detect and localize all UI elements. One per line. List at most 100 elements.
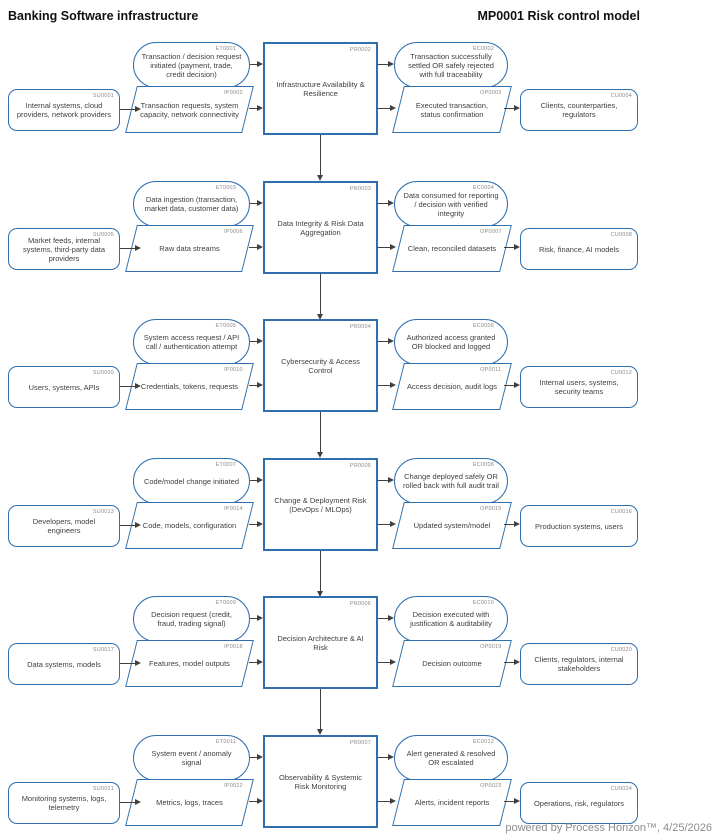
shape-label: Code/model change initiated — [143, 476, 240, 486]
shape-label: Observability & Systemic Risk Monitoring — [279, 772, 362, 791]
shape-label: Production systems, users — [535, 521, 623, 531]
shape-label: Monitoring systems, logs, telemetry — [21, 794, 107, 812]
shape-label: Risk, finance, AI models — [538, 244, 620, 254]
arrow-output-to-customer — [504, 797, 520, 804]
shape-label: Authorized access granted OR blocked and… — [406, 333, 496, 351]
arrow-supplier-to-input — [120, 521, 141, 528]
input-parallelogram: IP0006 Raw data streams — [125, 225, 254, 272]
customer-box: CU0016 Production systems, users — [520, 505, 638, 547]
shape-label: Raw data streams — [159, 244, 220, 253]
shape-code: SU0001 — [92, 92, 114, 99]
arrow-trigger-to-process — [250, 614, 263, 621]
output-parallelogram: OP0015 Updated system/model — [392, 502, 512, 549]
arrow-process-to-output — [378, 381, 396, 388]
arrow-down-to-next-process — [316, 689, 323, 735]
shape-label: Internal users, systems, security teams — [539, 378, 619, 396]
arrow-process-to-output — [378, 797, 396, 804]
arrow-process-to-close — [378, 753, 394, 760]
shape-label: Developers, model engineers — [32, 517, 96, 535]
shape-label: Metrics, logs, traces — [156, 798, 223, 807]
arrow-supplier-to-input — [120, 798, 141, 805]
process-row-4: ET0007 Code/model change initiated SU001… — [0, 458, 716, 597]
shape-label: Decision request (credit, fraud, trading… — [151, 610, 232, 628]
customer-box: CU0020 Clients, regulators, internal sta… — [520, 643, 638, 685]
shape-label: Data consumed for reporting / decision w… — [403, 190, 499, 218]
shape-code: PR0005 — [349, 462, 371, 469]
shape-label: Executed transaction, status confirmatio… — [415, 100, 489, 119]
arrow-input-to-process — [249, 104, 263, 111]
event-close-shape: EC0010 Decision executed with justificat… — [394, 596, 508, 642]
arrow-supplier-to-input — [120, 659, 141, 666]
process-box: PR0002 Infrastructure Availability & Res… — [263, 42, 378, 135]
event-trigger-shape: ET0003 Data ingestion (transaction, mark… — [133, 181, 250, 227]
shape-code: EC0004 — [472, 185, 494, 191]
shape-code: SU0017 — [92, 646, 114, 653]
customer-box: CU0004 Clients, counterparties, regulato… — [520, 89, 638, 131]
shape-code: CU0020 — [610, 646, 632, 653]
arrow-supplier-to-input — [120, 382, 141, 389]
shape-label: Decision outcome — [422, 659, 482, 668]
shape-label: Clients, counterparties, regulators — [540, 101, 618, 119]
arrow-process-to-close — [378, 614, 394, 621]
arrow-process-to-output — [378, 104, 396, 111]
process-box: PR0004 Cybersecurity & Access Control — [263, 319, 378, 412]
output-parallelogram: OP0011 Access decision, audit logs — [392, 363, 512, 410]
shape-code: SU0009 — [92, 369, 114, 376]
shape-label: Transaction requests, system capacity, n… — [140, 100, 239, 119]
arrow-process-to-output — [378, 520, 396, 527]
powered-by-footer: powered by Process Horizon™, 4/25/2026 — [505, 822, 712, 834]
shape-label: Features, model outputs — [149, 659, 230, 668]
shape-label: Decision executed with justification & a… — [410, 610, 492, 628]
supplier-box: SU0013 Developers, model engineers — [8, 505, 120, 547]
shape-code: SU0013 — [92, 508, 114, 515]
shape-label: Access decision, audit logs — [406, 382, 498, 391]
supplier-box: SU0001 Internal systems, cloud providers… — [8, 89, 120, 131]
shape-label: Transaction / decision request initiated… — [141, 51, 242, 79]
process-box: PR0006 Decision Architecture & AI Risk — [263, 596, 378, 689]
shape-label: Transaction successfully settled OR safe… — [408, 51, 494, 79]
arrow-process-to-output — [378, 658, 396, 665]
arrow-output-to-customer — [504, 104, 520, 111]
arrow-process-to-close — [378, 199, 394, 206]
event-close-shape: EC0004 Data consumed for reporting / dec… — [394, 181, 508, 227]
shape-code: ET0009 — [215, 600, 236, 606]
shape-label: Data ingestion (transaction, market data… — [144, 195, 239, 213]
shape-label: Credentials, tokens, requests — [140, 382, 239, 391]
arrow-supplier-to-input — [120, 105, 141, 112]
process-row-6: ET0011 System event / anomaly signal SU0… — [0, 735, 716, 840]
shape-code: CU0016 — [610, 508, 632, 515]
arrow-input-to-process — [249, 381, 263, 388]
process-row-3: ET0005 System access request / API call … — [0, 319, 716, 458]
diagram-title-left: Banking Software infrastructure — [8, 9, 199, 23]
arrow-down-to-next-process — [316, 412, 323, 458]
shape-label: Alerts, incident reports — [414, 798, 490, 807]
arrow-process-to-close — [378, 476, 394, 483]
shape-code: PR0002 — [349, 46, 371, 53]
shape-label: System event / anomaly signal — [151, 749, 232, 767]
arrow-trigger-to-process — [250, 753, 263, 760]
shape-label: Alert generated & resolved OR escalated — [406, 749, 496, 767]
customer-box: CU0008 Risk, finance, AI models — [520, 228, 638, 270]
shape-label: Internal systems, cloud providers, netwo… — [16, 101, 112, 119]
shape-code: ET0011 — [215, 739, 236, 745]
shape-label: Data Integrity & Risk Data Aggregation — [277, 218, 364, 237]
shape-code: SU0005 — [92, 231, 114, 238]
shape-label: Data systems, models — [27, 659, 101, 669]
shape-label: Updated system/model — [413, 521, 491, 530]
process-row-5: ET0009 Decision request (credit, fraud, … — [0, 596, 716, 735]
shape-label: Infrastructure Availability & Resilience — [276, 79, 365, 98]
process-box: PR0005 Change & Deployment Risk (DevOps … — [263, 458, 378, 551]
arrow-trigger-to-process — [250, 476, 263, 483]
arrow-input-to-process — [249, 520, 263, 527]
shape-code: CU0024 — [610, 785, 632, 792]
shape-code: SU0021 — [92, 785, 114, 792]
arrow-supplier-to-input — [120, 244, 141, 251]
output-parallelogram: OP0003 Executed transaction, status conf… — [392, 86, 512, 133]
event-trigger-shape: ET0001 Transaction / decision request in… — [133, 42, 250, 88]
supplier-box: SU0009 Users, systems, APIs — [8, 366, 120, 408]
input-parallelogram: IP0010 Credentials, tokens, requests — [125, 363, 254, 410]
shape-label: System access request / API call / authe… — [143, 333, 240, 351]
shape-code: CU0004 — [610, 92, 632, 99]
shape-code: EC0008 — [472, 462, 494, 468]
